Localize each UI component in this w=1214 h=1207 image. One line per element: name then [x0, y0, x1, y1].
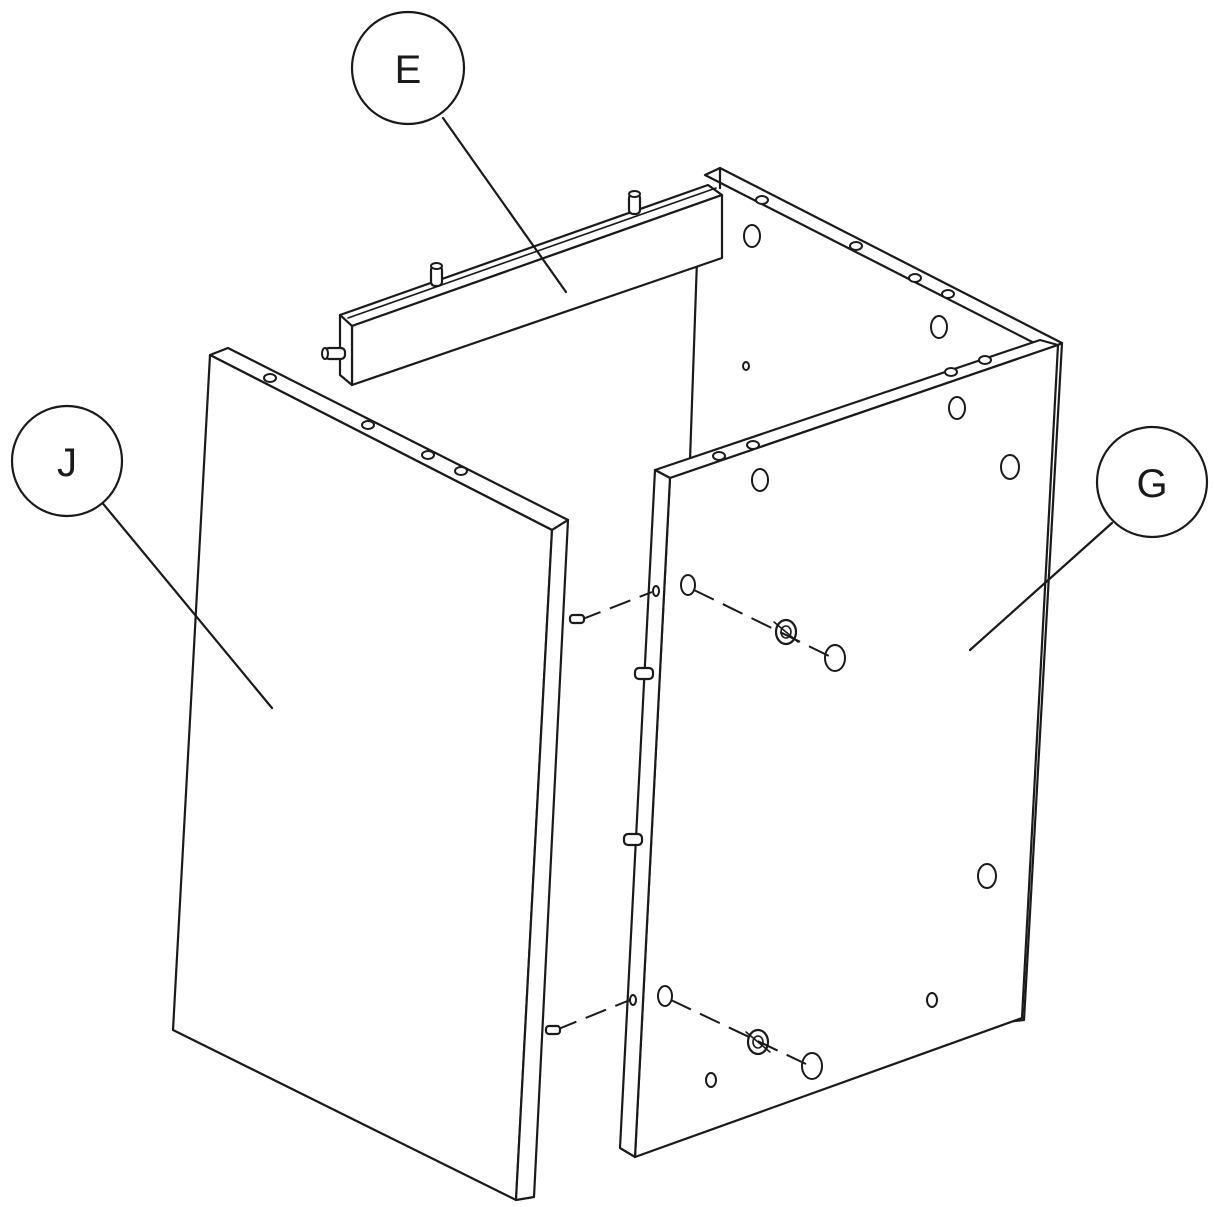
side-panel-j: [171, 346, 586, 1202]
top-rail-e: [321, 183, 724, 387]
cam-lock-upper: [773, 618, 799, 646]
side-panel-g: [555, 338, 1060, 1159]
callout-g-label: G: [1136, 462, 1167, 506]
callout-j-label: J: [57, 441, 77, 485]
callout-e: E: [350, 10, 568, 294]
callout-e-label: E: [395, 48, 422, 92]
callout-j: J: [10, 404, 274, 710]
callout-g: G: [968, 425, 1209, 652]
